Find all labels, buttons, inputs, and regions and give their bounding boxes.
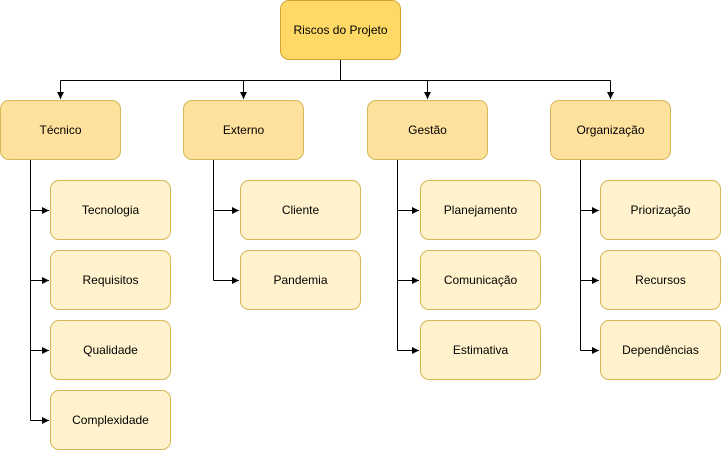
category-node-gestao[interactable]: Gestão — [367, 100, 488, 160]
leaf-label: Requisitos — [82, 272, 139, 287]
leaf-label: Pandemia — [273, 272, 328, 287]
leaf-node-requisitos[interactable]: Requisitos — [50, 250, 171, 310]
category-label: Organização — [576, 122, 645, 137]
leaf-node-priorizacao[interactable]: Priorização — [600, 180, 721, 240]
root-label: Riscos do Projeto — [293, 22, 388, 37]
leaf-node-estimativa[interactable]: Estimativa — [420, 320, 541, 380]
leaf-label: Cliente — [281, 202, 320, 217]
leaf-node-comunicacao[interactable]: Comunicação — [420, 250, 541, 310]
root-node[interactable]: Riscos do Projeto — [280, 0, 401, 60]
leaf-label: Priorização — [630, 202, 691, 217]
leaf-node-cliente[interactable]: Cliente — [240, 180, 361, 240]
category-node-tecnico[interactable]: Técnico — [0, 100, 121, 160]
category-label: Externo — [222, 122, 265, 137]
leaf-node-complexidade[interactable]: Complexidade — [50, 390, 171, 450]
category-label: Técnico — [39, 122, 82, 137]
leaf-label: Tecnologia — [81, 202, 140, 217]
leaf-label: Estimativa — [452, 342, 509, 357]
leaf-node-dependencias[interactable]: Dependências — [600, 320, 721, 380]
leaf-label: Qualidade — [83, 342, 138, 357]
leaf-node-qualidade[interactable]: Qualidade — [50, 320, 171, 380]
category-node-organizacao[interactable]: Organização — [550, 100, 671, 160]
category-label: Gestão — [408, 122, 447, 137]
category-node-externo[interactable]: Externo — [183, 100, 304, 160]
leaf-label: Complexidade — [72, 412, 149, 427]
leaf-node-recursos[interactable]: Recursos — [600, 250, 721, 310]
leaf-node-pandemia[interactable]: Pandemia — [240, 250, 361, 310]
leaf-label: Dependências — [622, 342, 699, 357]
leaf-label: Comunicação — [443, 272, 518, 287]
leaf-label: Planejamento — [443, 202, 518, 217]
leaf-label: Recursos — [635, 272, 686, 287]
leaf-node-planejamento[interactable]: Planejamento — [420, 180, 541, 240]
leaf-node-tecnologia[interactable]: Tecnologia — [50, 180, 171, 240]
